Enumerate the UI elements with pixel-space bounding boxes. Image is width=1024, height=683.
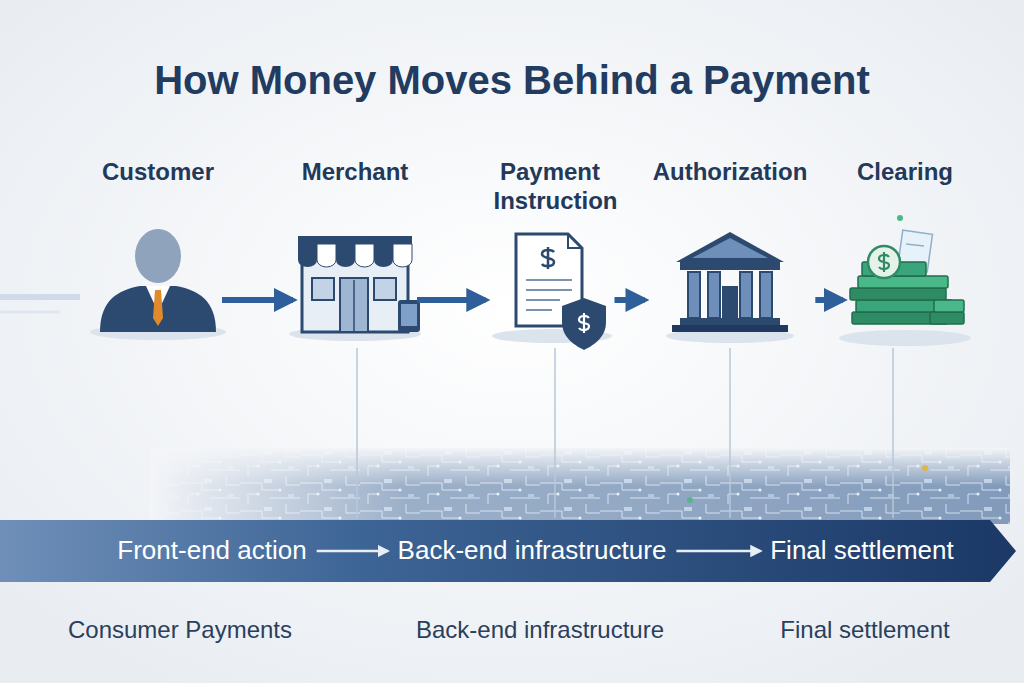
stage-label: Front-end action — [117, 535, 306, 566]
bottom-label: Back-end infrastructure — [416, 616, 664, 644]
stage-segment: Final settlement — [762, 531, 962, 570]
flow-arrow — [417, 297, 486, 303]
stage-segment: Back-end infrastructure — [390, 531, 675, 570]
step-label: Customer — [102, 158, 214, 187]
flow-step: Merchant — [295, 158, 415, 348]
bottom-label: Final settlement — [780, 616, 949, 644]
flow-arrow — [317, 550, 388, 553]
stage-label: Back-end infrastructure — [398, 535, 667, 566]
step-label: Payment Instruction — [494, 158, 607, 216]
flow-arrow — [815, 297, 843, 303]
diagram-title: How Money Moves Behind a Payment — [0, 58, 1024, 103]
flow-step: Payment Instruction — [488, 158, 613, 348]
flow-arrow — [222, 297, 293, 303]
step-label: Authorization — [653, 158, 808, 187]
flow-arrow — [615, 297, 645, 303]
flow-step: Clearing — [845, 158, 965, 348]
step-label: Merchant — [301, 158, 409, 187]
stage-segment: Front-end action — [109, 531, 314, 570]
stage-label: Final settlement — [770, 535, 954, 566]
flow-step: Customer — [96, 158, 220, 348]
step-label: Clearing — [851, 158, 959, 187]
flow-arrow — [676, 550, 760, 553]
bottom-label: Consumer Payments — [68, 616, 292, 644]
flow-step: Authorization — [647, 158, 814, 348]
